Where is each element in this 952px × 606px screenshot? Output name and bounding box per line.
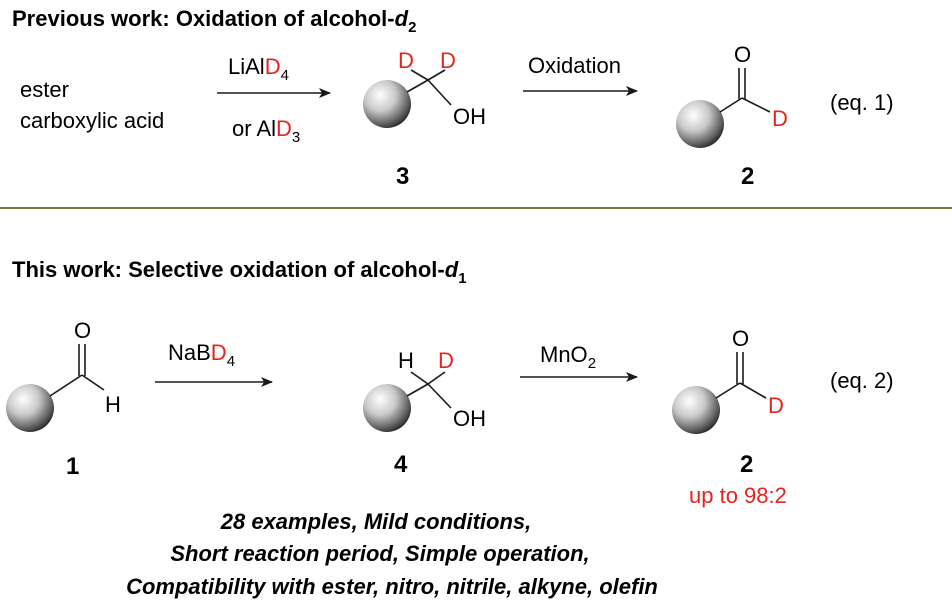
compound-number-2: 2 xyxy=(741,163,754,190)
compound-number-2: 2 xyxy=(740,451,753,478)
substituent-ball-icon xyxy=(6,384,54,432)
oxidation-label: Oxidation xyxy=(528,53,621,78)
reagent-mno2: MnO2 xyxy=(540,342,596,372)
reagent-ald3: or AlD3 xyxy=(232,116,300,146)
deuterium-label: D xyxy=(398,48,414,73)
hydrogen-label: H xyxy=(105,392,121,417)
substituent-ball-icon xyxy=(672,386,720,434)
compound-number-1: 1 xyxy=(66,453,79,480)
previous-work-title: Previous work: Oxidation of alcohol-d2 xyxy=(12,6,416,36)
summary-line-2: Short reaction period, Simple operation, xyxy=(170,541,589,566)
hydrogen-label: H xyxy=(398,348,414,373)
compound-number-4: 4 xyxy=(394,451,408,478)
compound-3-structure: D D OH xyxy=(363,48,486,129)
selectivity-ratio: up to 98:2 xyxy=(689,483,787,508)
oxygen-label: O xyxy=(734,42,751,67)
reagent-lialdd4: LiAlD4 xyxy=(228,54,289,84)
oxygen-label: O xyxy=(732,326,749,351)
compound-4-structure: H D OH xyxy=(363,348,486,432)
oxygen-label: O xyxy=(74,318,91,343)
deuterium-label: D xyxy=(772,106,788,131)
hydroxyl-label: OH xyxy=(453,406,486,431)
deuterium-label: D xyxy=(438,348,454,373)
equation-2-label: (eq. 2) xyxy=(830,368,894,393)
substrate-ester: ester xyxy=(20,77,69,102)
substituent-ball-icon xyxy=(363,80,411,128)
this-work-title: This work: Selective oxidation of alcoho… xyxy=(12,257,467,287)
compound-number-3: 3 xyxy=(396,163,409,190)
deuterium-label: D xyxy=(768,393,784,418)
compound-1-structure: O H xyxy=(6,318,121,432)
equation-1-label: (eq. 1) xyxy=(830,90,894,115)
substituent-ball-icon xyxy=(363,384,411,432)
compound-2-structure-eq1: O D xyxy=(676,42,788,148)
reagent-nabd4: NaBD4 xyxy=(168,340,235,370)
substrate-carboxylic-acid: carboxylic acid xyxy=(20,108,164,133)
hydroxyl-label: OH xyxy=(453,104,486,129)
summary-line-1: 28 examples, Mild conditions, xyxy=(220,509,532,534)
summary-line-3: Compatibility with ester, nitro, nitrile… xyxy=(126,574,658,599)
substituent-ball-icon xyxy=(676,100,724,148)
deuterium-label: D xyxy=(440,48,456,73)
compound-2-structure-eq2: O D xyxy=(672,326,784,434)
